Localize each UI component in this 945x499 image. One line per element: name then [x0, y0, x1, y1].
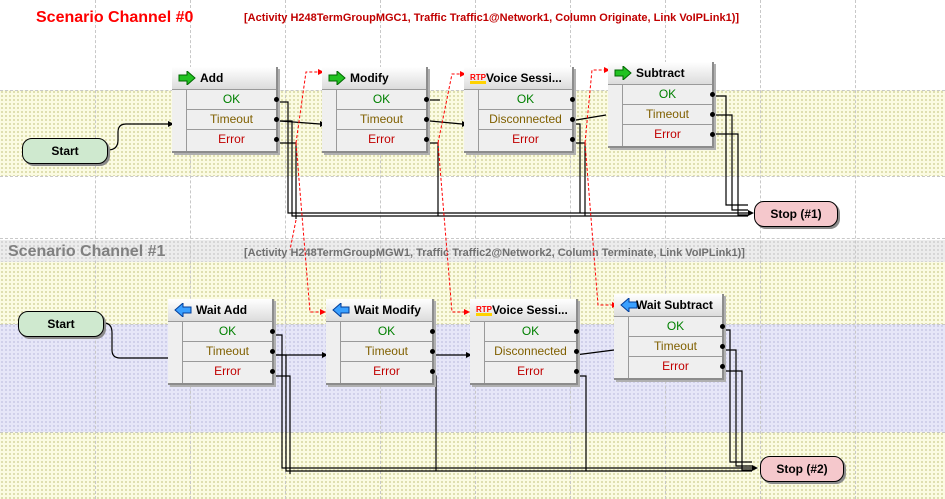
timeout-output[interactable]: Timeout [187, 110, 279, 130]
channel-1-title: Scenario Channel #1 [8, 243, 166, 260]
activity-node-wait-subtract[interactable]: Wait Subtract OK Timeout Error [614, 294, 725, 380]
node-title: Modify [350, 71, 389, 85]
activity-node-subtract[interactable]: Subtract OK Timeout Error [608, 62, 715, 148]
error-output[interactable]: Error [183, 362, 275, 381]
ok-output[interactable]: OK [341, 322, 435, 342]
channel-1-description: [Activity H248TermGroupMGW1, Traffic Tra… [244, 247, 745, 259]
node-title: Wait Add [196, 303, 248, 317]
channel-1-lane-bottom [0, 432, 945, 499]
error-output[interactable]: Error [623, 125, 715, 144]
rtp-icon: RTP [476, 305, 493, 316]
ok-output[interactable]: OK [187, 90, 279, 110]
timeout-output[interactable]: Timeout [183, 342, 275, 362]
ok-output[interactable]: OK [183, 322, 275, 342]
node-title: Wait Modify [354, 303, 421, 317]
node-title: Voice Sessi... [486, 71, 562, 85]
timeout-output[interactable]: Timeout [337, 110, 429, 130]
stop-node-0[interactable]: Stop (#1) [754, 201, 838, 227]
channel-0-description: [Activity H248TermGroupMGC1, Traffic Tra… [244, 12, 740, 24]
green-arrow-right-icon [328, 71, 346, 85]
error-output[interactable]: Error [629, 357, 725, 376]
blue-arrow-left-icon [174, 303, 192, 317]
timeout-output[interactable]: Timeout [629, 337, 725, 357]
start-node-0[interactable]: Start [22, 138, 108, 164]
node-title: Add [200, 71, 224, 85]
disconnected-output[interactable]: Disconnected [479, 110, 575, 130]
ok-output[interactable]: OK [485, 322, 579, 342]
blue-arrow-left-icon [620, 298, 638, 312]
svg-text:RTP: RTP [476, 305, 493, 314]
green-arrow-right-icon [178, 71, 196, 85]
activity-node-wait-add[interactable]: Wait Add OK Timeout Error [168, 299, 275, 385]
ok-output[interactable]: OK [337, 90, 429, 110]
ok-output[interactable]: OK [629, 317, 725, 337]
channel-0-title: Scenario Channel #0 [36, 9, 194, 26]
rtp-icon: RTP [470, 73, 487, 84]
node-title: Voice Sessi... [492, 303, 568, 317]
disconnected-output[interactable]: Disconnected [485, 342, 579, 362]
activity-node-voice-session[interactable]: RTP Voice Sessi... OK Disconnected Error [464, 67, 575, 153]
activity-node-wait-modify[interactable]: Wait Modify OK Timeout Error [326, 299, 435, 385]
ok-output[interactable]: OK [623, 85, 715, 105]
stop-node-1[interactable]: Stop (#2) [760, 456, 844, 482]
error-output[interactable]: Error [341, 362, 435, 381]
error-output[interactable]: Error [479, 130, 575, 149]
activity-node-modify[interactable]: Modify OK Timeout Error [322, 67, 429, 153]
node-title: Wait Subtract [636, 298, 713, 312]
timeout-output[interactable]: Timeout [341, 342, 435, 362]
node-title: Subtract [636, 66, 685, 80]
start-node-1[interactable]: Start [18, 311, 104, 337]
ok-output[interactable]: OK [479, 90, 575, 110]
green-arrow-right-icon [614, 66, 632, 80]
blue-arrow-left-icon [332, 303, 350, 317]
channel-1-header-band [0, 240, 945, 262]
error-output[interactable]: Error [187, 130, 279, 149]
error-output[interactable]: Error [485, 362, 579, 381]
error-output[interactable]: Error [337, 130, 429, 149]
timeout-output[interactable]: Timeout [623, 105, 715, 125]
activity-node-add[interactable]: Add OK Timeout Error [172, 67, 279, 153]
activity-node-voice-session-2[interactable]: RTP Voice Sessi... OK Disconnected Error [470, 299, 579, 385]
svg-text:RTP: RTP [470, 73, 487, 82]
